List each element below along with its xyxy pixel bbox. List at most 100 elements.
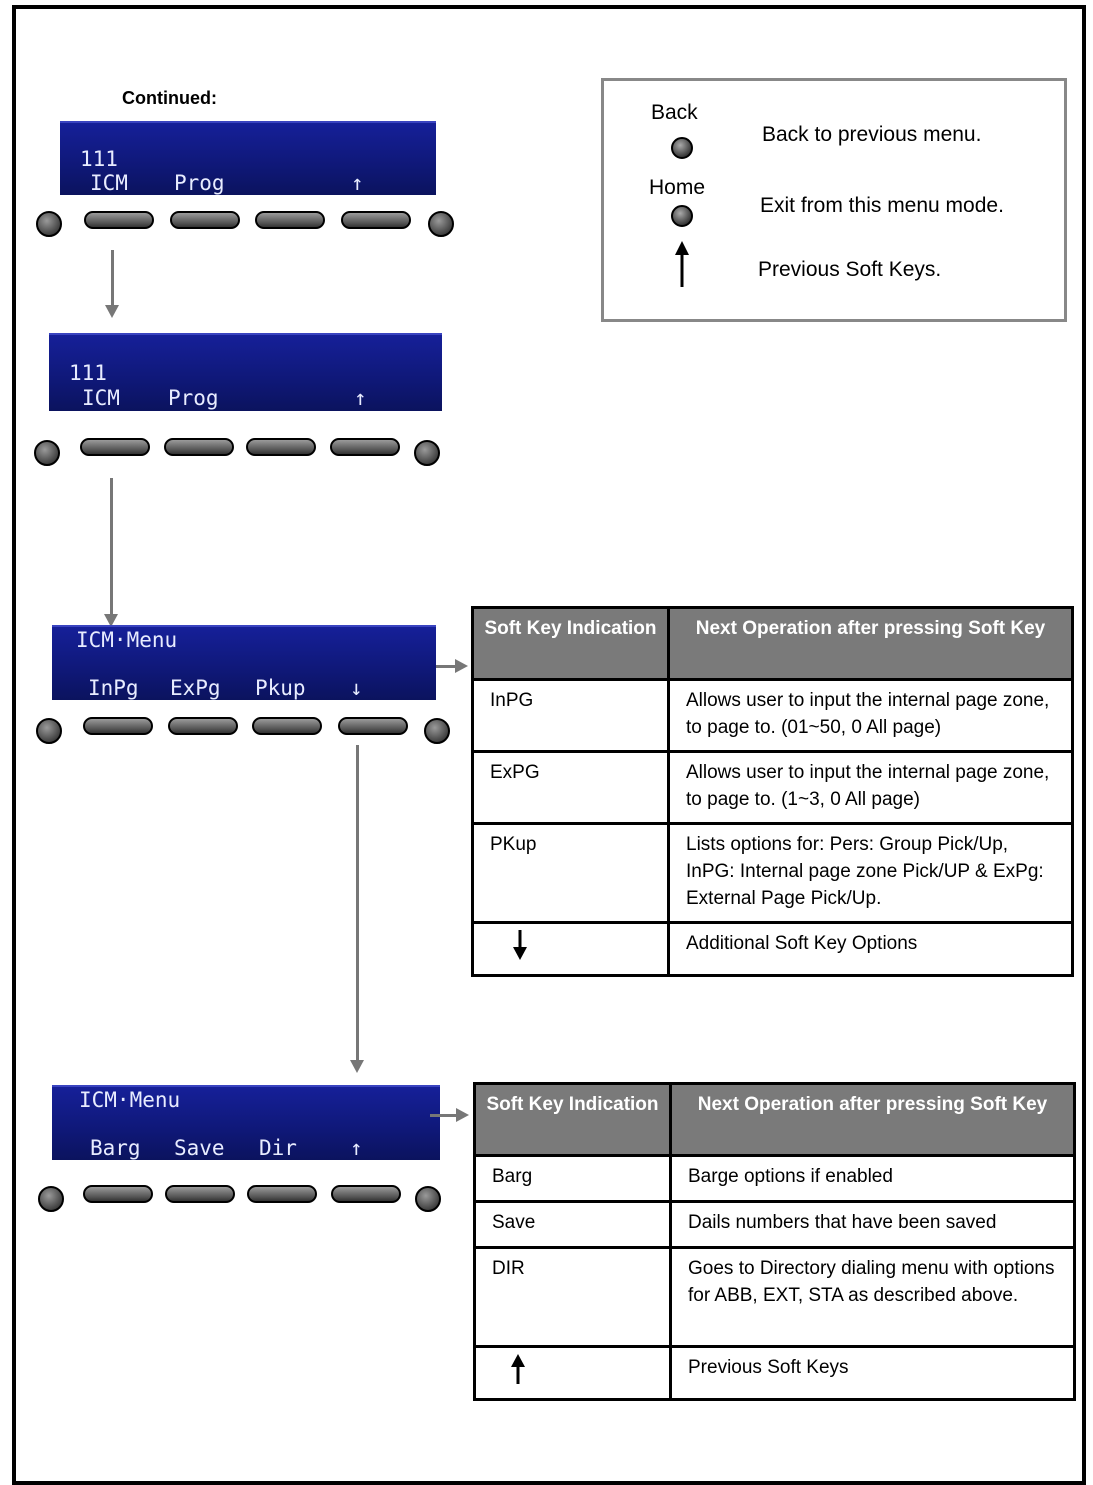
- operation-cell: Allows user to input the internal page z…: [667, 750, 1074, 825]
- table-row: Save Dails numbers that have been saved: [473, 1200, 1076, 1249]
- flow-arrow-head: [455, 659, 468, 673]
- lcd-screen-1: 111 ICM Prog ↑: [60, 121, 436, 195]
- soft-key-cell: Save: [473, 1200, 672, 1249]
- softkey-button-1[interactable]: [80, 438, 150, 456]
- flow-arrow-line: [436, 665, 456, 668]
- left-round-button[interactable]: [36, 211, 62, 237]
- soft-key-cell: DIR: [473, 1246, 672, 1348]
- up-arrow-icon: [675, 241, 689, 287]
- home-button-icon: [671, 205, 693, 227]
- header-soft-key-indication: Soft Key Indication: [471, 606, 670, 681]
- lcd-line1: ICM·Menu: [76, 628, 178, 652]
- softkey-button-2[interactable]: [168, 717, 238, 735]
- lcd-softkey-1: ICM: [90, 171, 128, 195]
- lcd-screen-4: ICM·Menu Barg Save Dir ↑: [52, 1085, 440, 1160]
- flow-arrow-line: [356, 745, 359, 1061]
- flow-arrow-head: [350, 1060, 364, 1073]
- lcd-screen-2: 111 ICM Prog ↑: [49, 333, 442, 411]
- back-description: Back to previous menu.: [762, 123, 982, 146]
- lcd-softkey-1: InPg: [88, 676, 139, 700]
- softkey-button-2[interactable]: [164, 438, 234, 456]
- soft-key-cell: Barg: [473, 1154, 672, 1203]
- flow-arrow-line: [110, 478, 113, 616]
- lcd-screen-3: ICM·Menu InPg ExPg Pkup ↓: [52, 625, 436, 700]
- operation-cell: Additional Soft Key Options: [667, 921, 1074, 977]
- operation-cell: Allows user to input the internal page z…: [667, 678, 1074, 753]
- softkey-button-4[interactable]: [341, 211, 411, 229]
- header-soft-key-indication: Soft Key Indication: [473, 1082, 672, 1157]
- table-row: Barg Barge options if enabled: [473, 1154, 1076, 1203]
- home-description: Exit from this menu mode.: [760, 194, 1004, 217]
- continued-label: Continued:: [122, 88, 217, 108]
- softkey-button-4[interactable]: [338, 717, 408, 735]
- table-row: DIR Goes to Directory dialing menu with …: [473, 1246, 1076, 1348]
- lcd-softkey-4: ↓: [350, 676, 363, 700]
- up-arrow-icon: [511, 1354, 525, 1384]
- softkey-button-2[interactable]: [165, 1185, 235, 1203]
- lcd-softkey-4: ↑: [354, 386, 367, 410]
- lcd-softkey-3: Pkup: [255, 676, 306, 700]
- lcd-softkey-1: Barg: [90, 1136, 141, 1160]
- softkey-table-2: Soft Key Indication Next Operation after…: [473, 1082, 1076, 1401]
- flow-arrow-head: [105, 305, 119, 318]
- operation-cell: Previous Soft Keys: [669, 1345, 1076, 1401]
- operation-cell: Barge options if enabled: [669, 1154, 1076, 1203]
- soft-key-cell: ExPG: [471, 750, 670, 825]
- home-label: Home: [649, 176, 706, 199]
- softkey-button-3[interactable]: [252, 717, 322, 735]
- softkey-button-3[interactable]: [246, 438, 316, 456]
- table-row: ExPG Allows user to input the internal p…: [471, 750, 1074, 825]
- right-round-button[interactable]: [414, 440, 440, 466]
- lcd-softkey-2: Save: [174, 1136, 225, 1160]
- softkey-button-4[interactable]: [331, 1185, 401, 1203]
- lcd-softkey-4: ↑: [351, 171, 364, 195]
- up-arrow-description: Previous Soft Keys.: [758, 258, 942, 281]
- back-button-icon: [671, 137, 693, 159]
- soft-key-cell: [473, 1345, 672, 1401]
- softkey-button-4[interactable]: [330, 438, 400, 456]
- lcd-line1: ICM·Menu: [79, 1088, 181, 1112]
- right-round-button[interactable]: [415, 1186, 441, 1212]
- operation-cell: Dails numbers that have been saved: [669, 1200, 1076, 1249]
- softkey-table-1: Soft Key Indication Next Operation after…: [471, 606, 1074, 977]
- lcd-softkey-2: ExPg: [170, 676, 221, 700]
- table-header-row: Soft Key Indication Next Operation after…: [473, 1082, 1076, 1157]
- softkey-button-1[interactable]: [83, 1185, 153, 1203]
- table-row: PKup Lists options for: Pers: Group Pick…: [471, 822, 1074, 924]
- back-label: Back: [651, 101, 698, 124]
- operation-cell: Goes to Directory dialing menu with opti…: [669, 1246, 1076, 1348]
- lcd-softkey-4: ↑: [350, 1136, 363, 1160]
- softkey-button-1[interactable]: [84, 211, 154, 229]
- table-header-row: Soft Key Indication Next Operation after…: [471, 606, 1074, 681]
- flow-arrow-head: [104, 614, 118, 627]
- lcd-softkey-1: ICM: [82, 386, 120, 410]
- lcd-line1: 111: [80, 147, 118, 171]
- right-round-button[interactable]: [428, 211, 454, 237]
- header-next-operation: Next Operation after pressing Soft Key: [669, 1082, 1076, 1157]
- softkey-button-3[interactable]: [247, 1185, 317, 1203]
- left-round-button[interactable]: [38, 1186, 64, 1212]
- lcd-softkey-2: Prog: [168, 386, 219, 410]
- right-round-button[interactable]: [424, 718, 450, 744]
- table-row: InPG Allows user to input the internal p…: [471, 678, 1074, 753]
- lcd-softkey-2: Prog: [174, 171, 225, 195]
- table-row: Additional Soft Key Options: [471, 921, 1074, 977]
- flow-arrow-head: [456, 1108, 469, 1122]
- down-arrow-icon: [513, 930, 527, 960]
- header-next-operation: Next Operation after pressing Soft Key: [667, 606, 1074, 681]
- softkey-button-3[interactable]: [255, 211, 325, 229]
- operation-cell: Lists options for: Pers: Group Pick/Up, …: [667, 822, 1074, 924]
- soft-key-cell: PKup: [471, 822, 670, 924]
- lcd-softkey-3: Dir: [259, 1136, 297, 1160]
- legend-box: Back Back to previous menu. Home Exit fr…: [601, 78, 1067, 322]
- soft-key-cell: InPG: [471, 678, 670, 753]
- flow-arrow-line: [430, 1114, 457, 1117]
- left-round-button[interactable]: [34, 440, 60, 466]
- softkey-button-2[interactable]: [170, 211, 240, 229]
- softkey-button-1[interactable]: [83, 717, 153, 735]
- left-round-button[interactable]: [36, 718, 62, 744]
- soft-key-cell: [471, 921, 670, 977]
- lcd-line1: 111: [69, 361, 107, 385]
- table-row: Previous Soft Keys: [473, 1345, 1076, 1401]
- flow-arrow-line: [111, 250, 114, 306]
